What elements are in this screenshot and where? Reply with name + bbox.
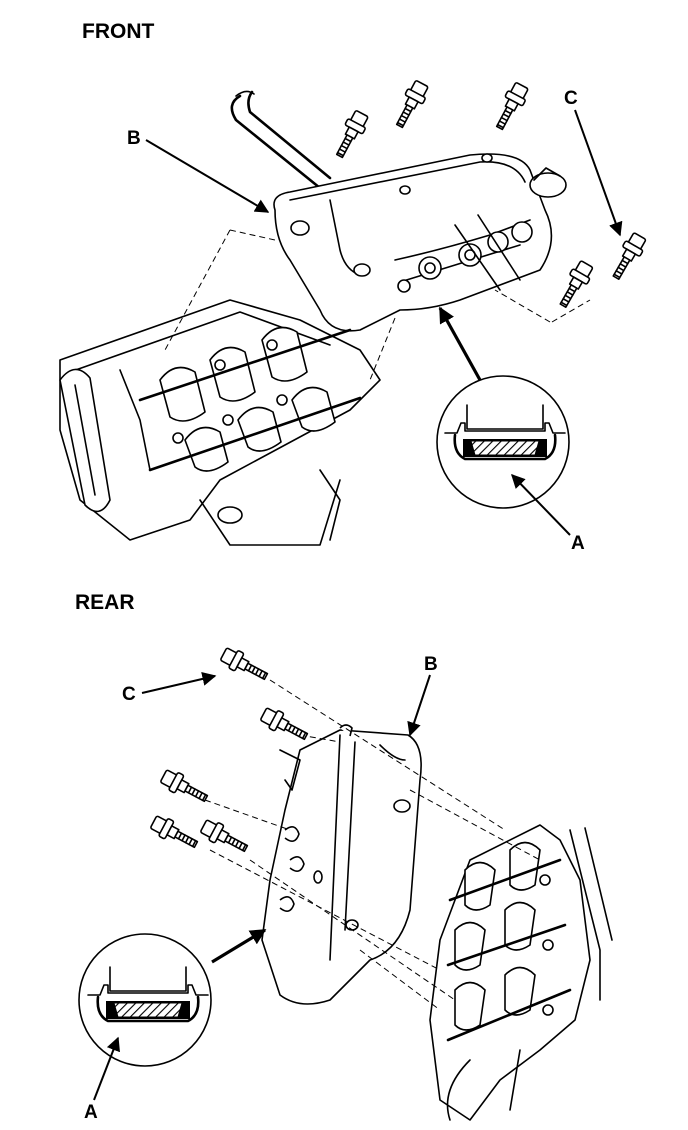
rear-callout-c: C: [122, 684, 136, 705]
rear-arrow-b: [407, 674, 431, 737]
front-engine-drawing: [59, 90, 591, 546]
front-callout-a: A: [571, 533, 585, 554]
rear-arrow-a: [93, 1036, 120, 1101]
rear-zoom-arrow: [211, 928, 267, 964]
rear-engine-drawing: [204, 679, 613, 1121]
rear-callout-a: A: [84, 1102, 98, 1123]
front-title: FRONT: [82, 20, 154, 43]
rear-seal-zoom: [78, 933, 212, 1067]
front-arrow-b: [145, 139, 270, 213]
front-seal-zoom: [436, 375, 570, 509]
rear-callout-b: B: [424, 654, 438, 675]
front-arrow-a: [511, 473, 571, 536]
front-callout-b: B: [127, 128, 141, 149]
rear-arrow-c: [141, 672, 217, 694]
front-arrow-c: [574, 109, 623, 237]
front-callout-c: C: [564, 88, 578, 109]
rear-title: REAR: [75, 591, 135, 614]
front-zoom-arrow: [438, 306, 482, 381]
